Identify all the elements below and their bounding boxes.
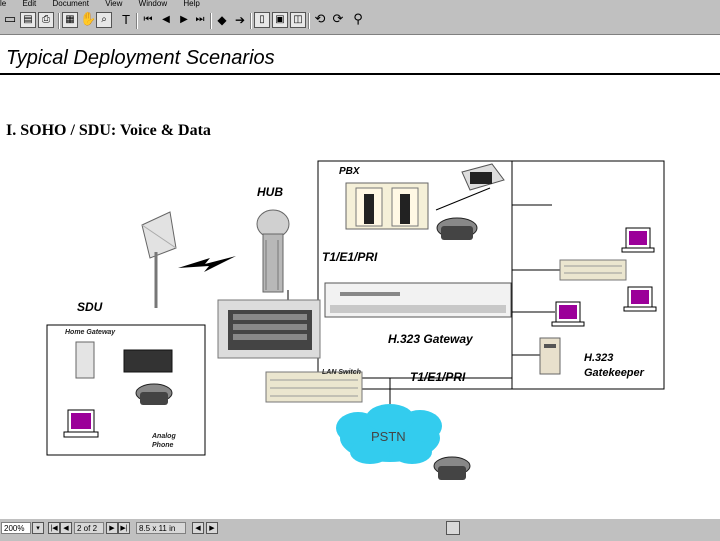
toolbar: ▭ ▤ ⎙ ▦ ✋ ⌕ T ⏮ ◀ ▶ ⏭ ◆ ➔ ▯ ▣ ◫ ⟲ ⟳ ⚲ [0, 8, 720, 35]
prev-page-icon[interactable]: ◀ [162, 14, 170, 25]
print-icon[interactable]: ⎙ [38, 12, 54, 28]
t1-label-top: T1/E1/PRI [322, 250, 378, 264]
page-indicator: 2 of 2 [74, 522, 104, 534]
actual-size-icon[interactable]: ▯ [254, 12, 270, 28]
lan-switch-label: LAN Switch [322, 369, 361, 376]
wireless-link-icon [178, 256, 236, 272]
router-icon [559, 259, 627, 281]
toolbar-separator [58, 13, 60, 29]
slide-title: Typical Deployment Scenarios [6, 47, 275, 69]
monitor-icon [63, 409, 99, 438]
find-icon[interactable]: ⚲ [353, 12, 363, 27]
gatekeeper-server-icon [539, 337, 561, 375]
scroll-left-icon[interactable]: ◀ [192, 522, 204, 534]
first-page-button[interactable]: |◀ [48, 522, 60, 534]
fit-width-icon[interactable]: ◫ [290, 12, 306, 28]
forward-icon[interactable]: ➔ [234, 13, 246, 27]
rotate-right-icon[interactable]: ⟳ [332, 12, 344, 27]
text-select-icon[interactable]: T [122, 13, 130, 27]
page-icon[interactable]: ▦ [62, 12, 78, 28]
home-gateway-label: Home Gateway [65, 329, 116, 336]
phone-icon [436, 217, 478, 240]
toolbar-separator [136, 13, 138, 29]
menu-document[interactable]: Document [52, 0, 89, 8]
zoom-field[interactable]: 200% [1, 522, 31, 534]
enterprise-boundary [317, 160, 665, 390]
menu-bar: le Edit Document View Window Help [0, 0, 720, 8]
home-gateway-icon [75, 341, 173, 379]
rotate-icon[interactable]: ⟲ [314, 12, 326, 27]
scroll-right-icon[interactable]: ▶ [206, 522, 218, 534]
title-rule [0, 73, 720, 75]
phone-icon [135, 383, 173, 405]
menu-file[interactable]: le [0, 0, 7, 8]
zoom-dropdown-icon[interactable]: ▾ [32, 522, 44, 534]
next-page-icon[interactable]: ▶ [180, 14, 188, 25]
pbx-label: PBX [339, 166, 360, 177]
menu-window[interactable]: Window [138, 0, 168, 8]
t1-label-bottom: T1/E1/PRI [410, 370, 466, 384]
page-size-indicator: 8.5 x 11 in [136, 522, 186, 534]
menu-help[interactable]: Help [183, 0, 200, 8]
pstn-label: PSTN [371, 429, 406, 444]
menu-view[interactable]: View [105, 0, 123, 8]
fit-page-icon[interactable]: ▣ [272, 12, 288, 28]
gateway-label: H.323 Gateway [388, 332, 473, 346]
status-bar: 200% ▾ |◀ ◀ 2 of 2 ▶ ▶| 8.5 x 11 in ◀ ▶ [0, 518, 720, 541]
pbx-link [435, 187, 491, 211]
monitor-icon [621, 227, 655, 253]
monitor-icon [623, 286, 657, 312]
monitor-icon [551, 301, 585, 327]
menu-edit[interactable]: Edit [22, 0, 37, 8]
next-page-button[interactable]: ▶ [106, 522, 118, 534]
phone-icon [433, 456, 471, 480]
toolbar-separator [308, 13, 310, 29]
zoom-icon[interactable]: ⌕ [96, 12, 112, 28]
pstn-cloud-icon [336, 404, 442, 464]
fax-icon [461, 163, 505, 191]
analog-phone-label-line1: Analog [152, 433, 176, 440]
last-page-icon[interactable]: ⏭ [195, 14, 205, 25]
prev-page-button[interactable]: ◀ [60, 522, 72, 534]
section-heading: I. SOHO / SDU: Voice & Data [6, 122, 211, 139]
sdu-boundary [46, 324, 206, 456]
horizontal-scrollbar-thumb[interactable] [446, 521, 460, 535]
hand-icon[interactable]: ✋ [80, 12, 97, 27]
toolbar-separator [250, 13, 252, 29]
save-icon[interactable]: ▤ [20, 12, 36, 28]
rack-chassis-icon [217, 299, 321, 359]
lan-switch-icon [265, 371, 363, 403]
hub-tower-icon [256, 209, 290, 293]
open-icon[interactable]: ▭ [3, 12, 17, 27]
hub-label: HUB [257, 185, 283, 199]
last-page-button[interactable]: ▶| [118, 522, 130, 534]
gatekeeper-label-line2: Gatekeeper [584, 367, 644, 379]
sdu-label: SDU [77, 300, 103, 314]
antenna-icon [141, 211, 177, 308]
first-page-icon[interactable]: ⏮ [143, 14, 153, 25]
toolbar-separator [210, 13, 212, 29]
analog-phone-label-line2: Phone [152, 442, 174, 449]
h323-gateway-icon [324, 282, 512, 318]
back-icon[interactable]: ◆ [217, 13, 227, 27]
gatekeeper-label-line1: H.323 [584, 352, 614, 364]
pbx-icon [345, 182, 429, 230]
